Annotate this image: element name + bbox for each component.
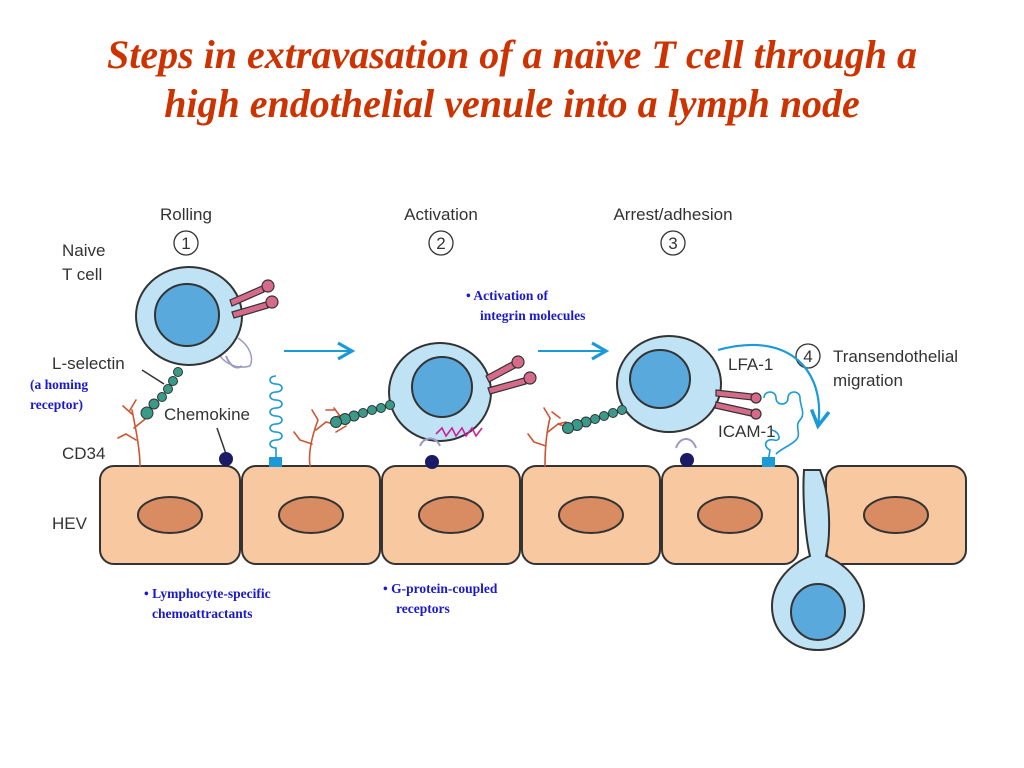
receptor-dot <box>219 452 233 466</box>
chemokine-anchor <box>762 457 775 467</box>
step-4: 4 Transendothelial migration <box>795 343 958 390</box>
integrin-note-line-2: integrin molecules <box>480 308 585 323</box>
step-3-label: Arrest/adhesion <box>613 205 732 224</box>
page-title: Steps in extravasation of a naïve T cell… <box>0 30 1024 128</box>
chemokine-anchor <box>269 457 282 467</box>
t-cell-activation <box>388 342 537 447</box>
hev-endothelium <box>99 465 967 565</box>
step-2: Activation 2 <box>404 205 478 256</box>
chemokine-molecules <box>269 375 780 463</box>
lfa1-label: LFA-1 <box>728 355 773 374</box>
endothelial-cell <box>521 465 661 565</box>
receptor-dot <box>680 453 694 467</box>
chemokine-label: Chemokine <box>164 405 250 424</box>
step-4-circle <box>795 343 821 369</box>
t-cell-rolling <box>135 266 279 369</box>
step-2-circle <box>428 230 454 256</box>
integrin-icon <box>229 279 279 319</box>
step-4-number: 4 <box>803 347 812 366</box>
endothelial-cell <box>825 465 967 565</box>
title-line-1: Steps in extravasation of a naïve T cell… <box>106 32 918 77</box>
chemo-note-line-2: chemoattractants <box>152 606 252 621</box>
step-1-label: Rolling <box>160 205 212 224</box>
l-selectin-label: L-selectin <box>52 354 125 373</box>
migrating-t-cell <box>770 469 866 652</box>
title-line-2: high endothelial venule into a lymph nod… <box>164 81 860 126</box>
l-selectin-chain <box>562 405 627 434</box>
step-1-number: 1 <box>181 234 190 253</box>
step-2-label: Activation <box>404 205 478 224</box>
cd34-molecules <box>117 399 571 467</box>
l-selectin-chain <box>330 400 395 428</box>
integrin-icon <box>485 355 537 395</box>
step-3-circle <box>660 230 686 256</box>
receptor-dot <box>425 455 439 469</box>
gpcr-note-line-1: • G-protein-coupled <box>383 581 498 596</box>
endothelial-cell <box>99 465 241 565</box>
homing-note-line-2: receptor) <box>30 397 83 412</box>
step-4-label-line-2: migration <box>833 371 903 390</box>
hev-label: HEV <box>52 514 88 533</box>
gpcr-note-line-2: receptors <box>396 601 450 616</box>
step-2-number: 2 <box>436 234 445 253</box>
endothelial-cell <box>661 465 799 565</box>
endothelial-cell <box>381 465 521 565</box>
icam1-label: ICAM-1 <box>718 422 776 441</box>
naive-label-line-1: Naive <box>62 241 105 260</box>
lfa1-integrin-icon <box>714 389 762 420</box>
integrin-note-line-1: • Activation of <box>466 288 548 303</box>
chemokine-leader <box>216 427 227 455</box>
chemo-note-line-1: • Lymphocyte-specific <box>144 586 271 601</box>
homing-note-line-1: (a homing <box>30 377 88 392</box>
step-3: Arrest/adhesion 3 <box>613 205 733 256</box>
step-1: Rolling 1 <box>160 205 212 256</box>
icam1-icon <box>763 391 804 455</box>
migration-arrow <box>717 343 831 430</box>
endothelial-cell <box>241 465 381 565</box>
l-selectin-leader <box>141 369 165 385</box>
t-cell-arrest <box>616 335 804 455</box>
naive-label-line-2: T cell <box>62 265 102 284</box>
step-4-label-line-1: Transendothelial <box>833 347 958 366</box>
step-1-circle <box>173 230 199 256</box>
cd34-label: CD34 <box>62 444 105 463</box>
l-selectin-chain <box>140 367 183 420</box>
step-3-number: 3 <box>668 234 677 253</box>
